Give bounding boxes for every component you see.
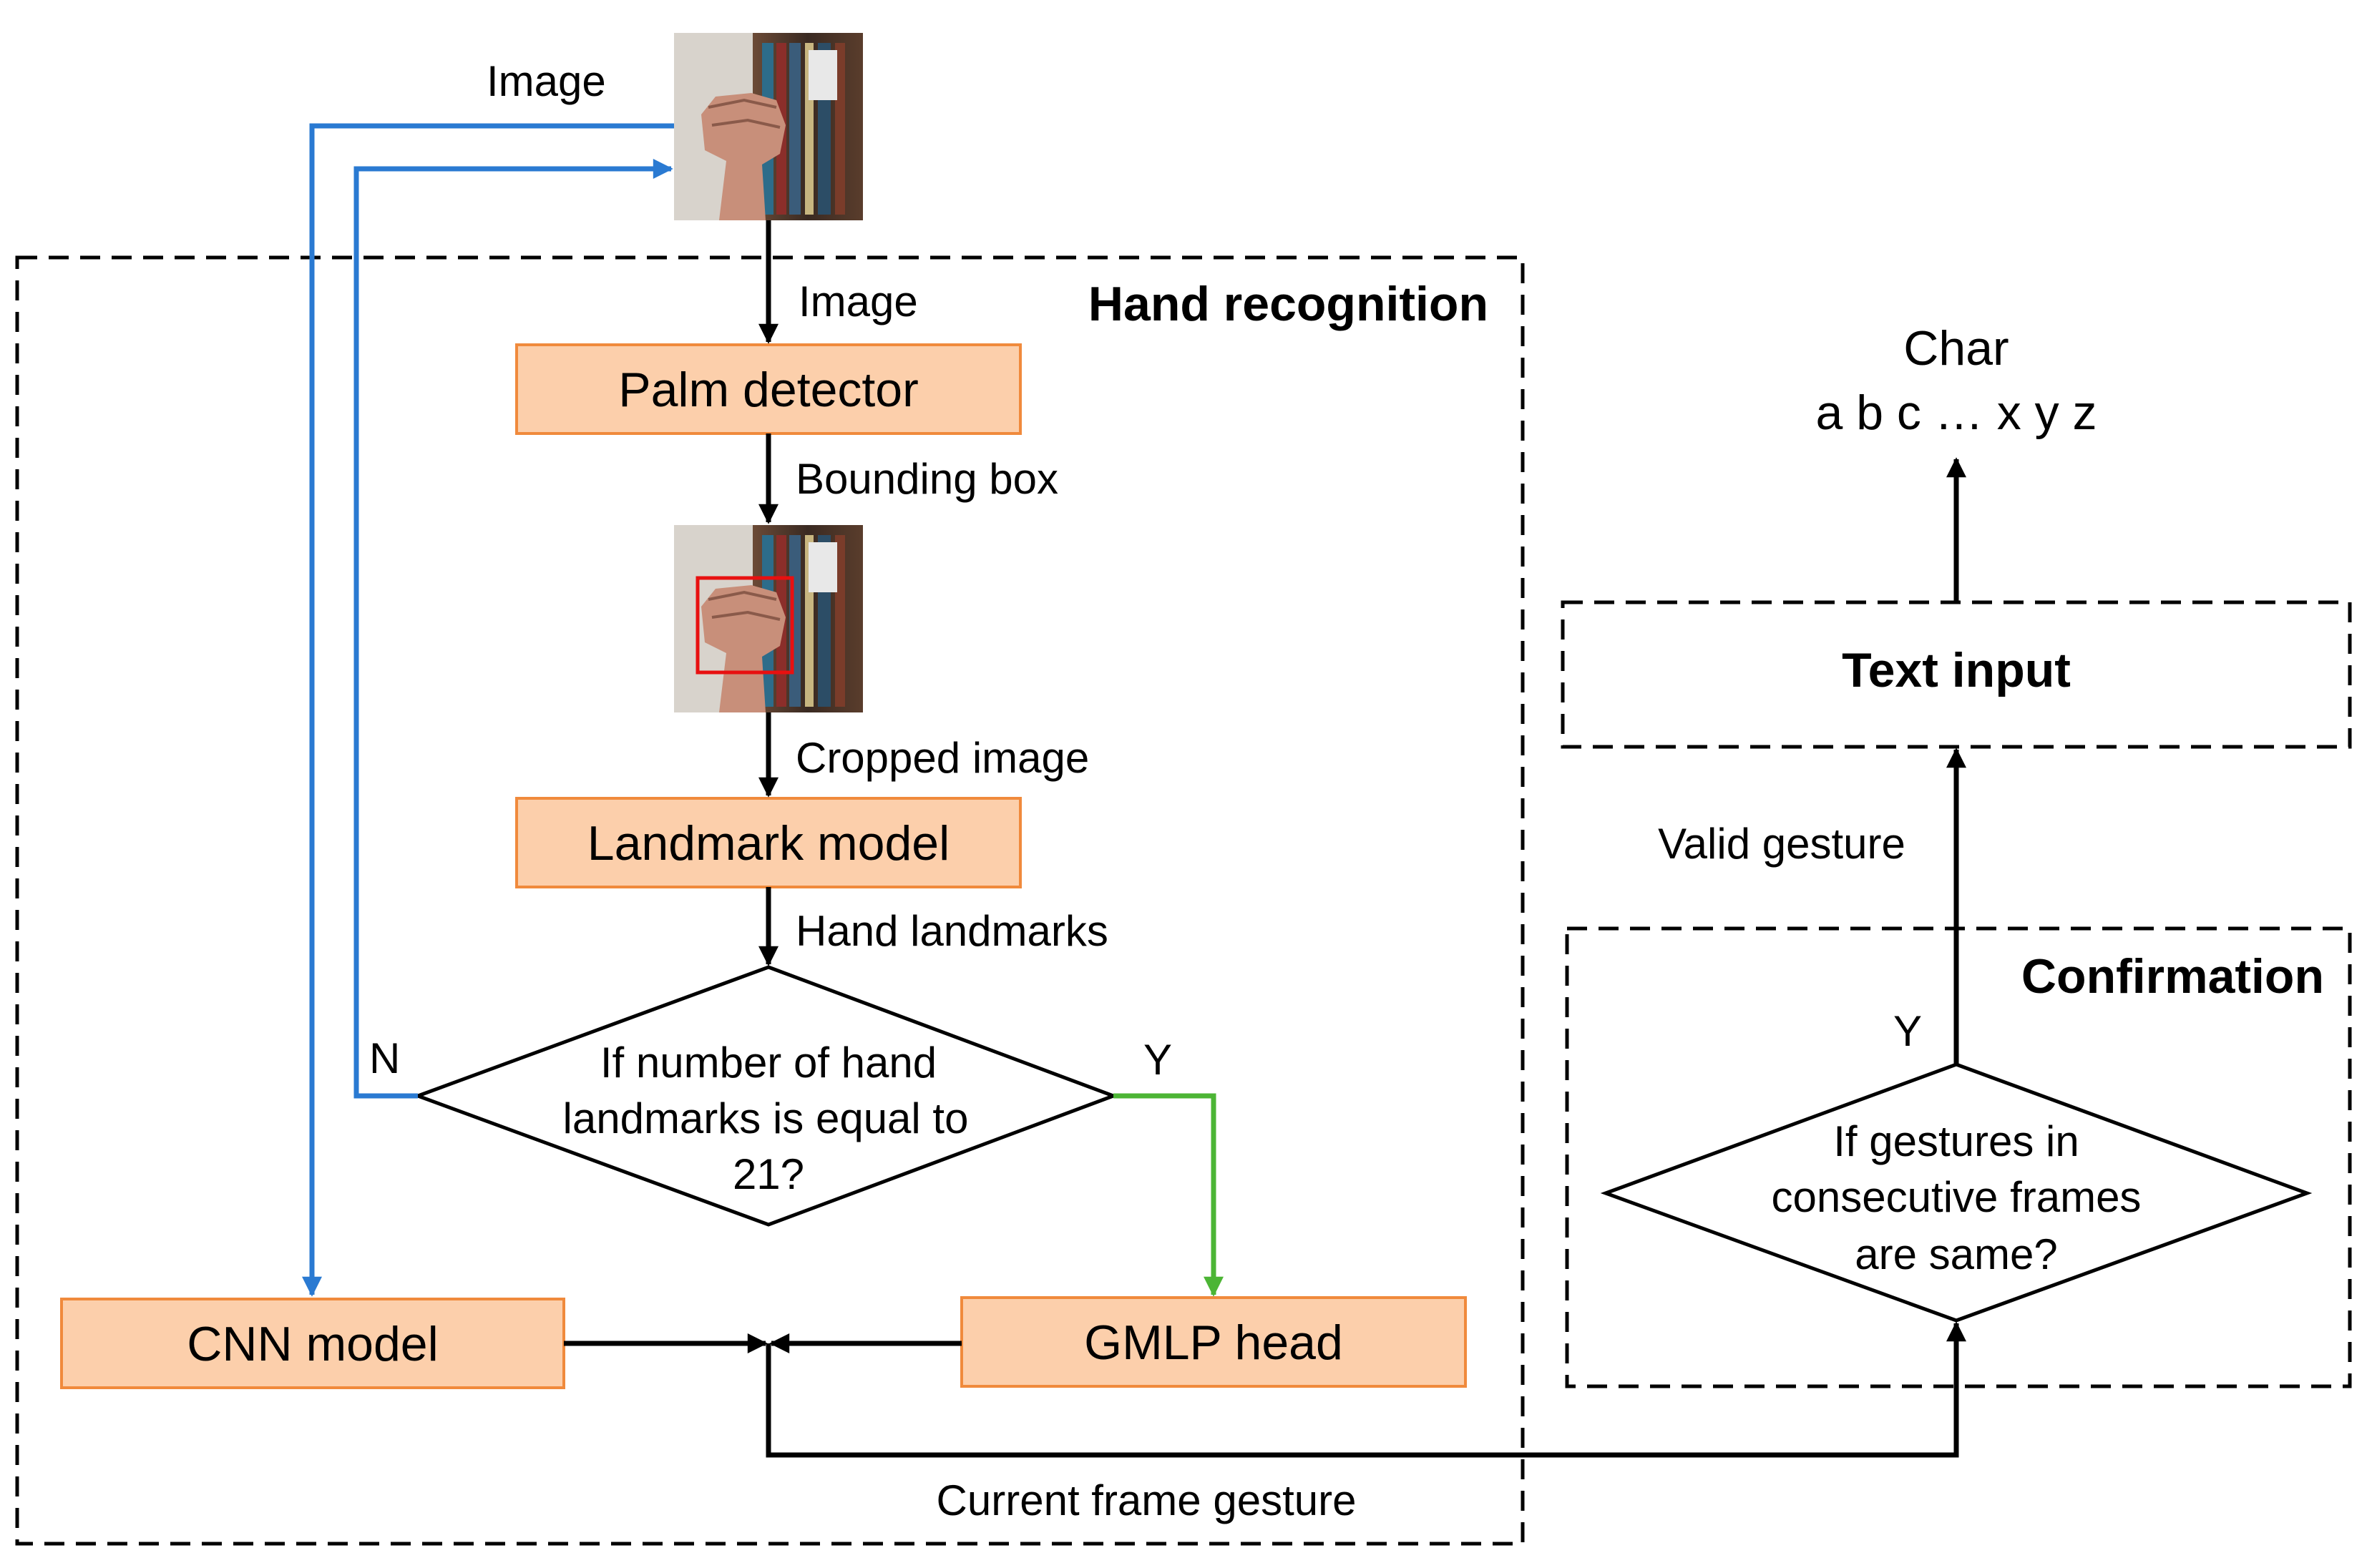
confirmation-title: Confirmation: [2021, 949, 2324, 1004]
label-current-frame-gesture: Current frame gesture: [937, 1476, 1357, 1524]
landmark-model-label: Landmark model: [587, 816, 950, 871]
same-gesture-line-3: are same?: [1855, 1230, 2057, 1278]
same-gesture-line-1: If gestures in: [1833, 1117, 2079, 1165]
arrow-no-back-to-image: [353, 159, 673, 1099]
arrow-yes-to-gmlp: [1113, 1093, 1224, 1297]
label-bounding-box: Bounding box: [796, 455, 1058, 503]
label-valid-gesture: Valid gesture: [1658, 820, 1905, 868]
label-image-inner: Image: [799, 278, 918, 325]
cnn-model-box: [60, 1298, 565, 1389]
label-yes-right: Y: [1893, 1007, 1922, 1055]
hand-recognition-title: Hand recognition: [1088, 277, 1488, 331]
cnn-model-label: CNN model: [187, 1317, 438, 1371]
text-input-title: Text input: [1842, 643, 2071, 697]
hand-count-line-2: landmarks is equal to: [563, 1094, 969, 1142]
label-image-top: Image: [487, 57, 606, 105]
cropped-image: [674, 525, 863, 712]
same-gesture-line-2: consecutive frames: [1772, 1173, 2142, 1221]
arrow-gesture-to-confirmation: [766, 1321, 1966, 1458]
hand-count-line-1: If number of hand: [600, 1039, 937, 1087]
input-image: [674, 33, 863, 220]
label-yes-left: Y: [1143, 1036, 1172, 1084]
label-hand-landmarks: Hand landmarks: [796, 907, 1108, 955]
output-title: Char: [1903, 321, 2009, 376]
palm-detector-label: Palm detector: [618, 363, 919, 417]
hand-count-line-3: 21?: [733, 1150, 804, 1198]
crop-bounding-box: [696, 576, 794, 675]
output-chars: a b c … x y z: [1816, 386, 2097, 440]
label-cropped-image: Cropped image: [796, 734, 1089, 782]
arrow-image-to-cnn: [302, 123, 674, 1297]
gmlp-head-label: GMLP head: [1084, 1315, 1343, 1370]
label-no: N: [369, 1034, 400, 1082]
hand-recognition-group: [15, 255, 1525, 1546]
hand-count-decision: [412, 965, 1119, 1227]
gmlp-head-box: [960, 1296, 1467, 1388]
same-gesture-decision: [1600, 1062, 2313, 1323]
landmark-model-box: [515, 797, 1022, 888]
